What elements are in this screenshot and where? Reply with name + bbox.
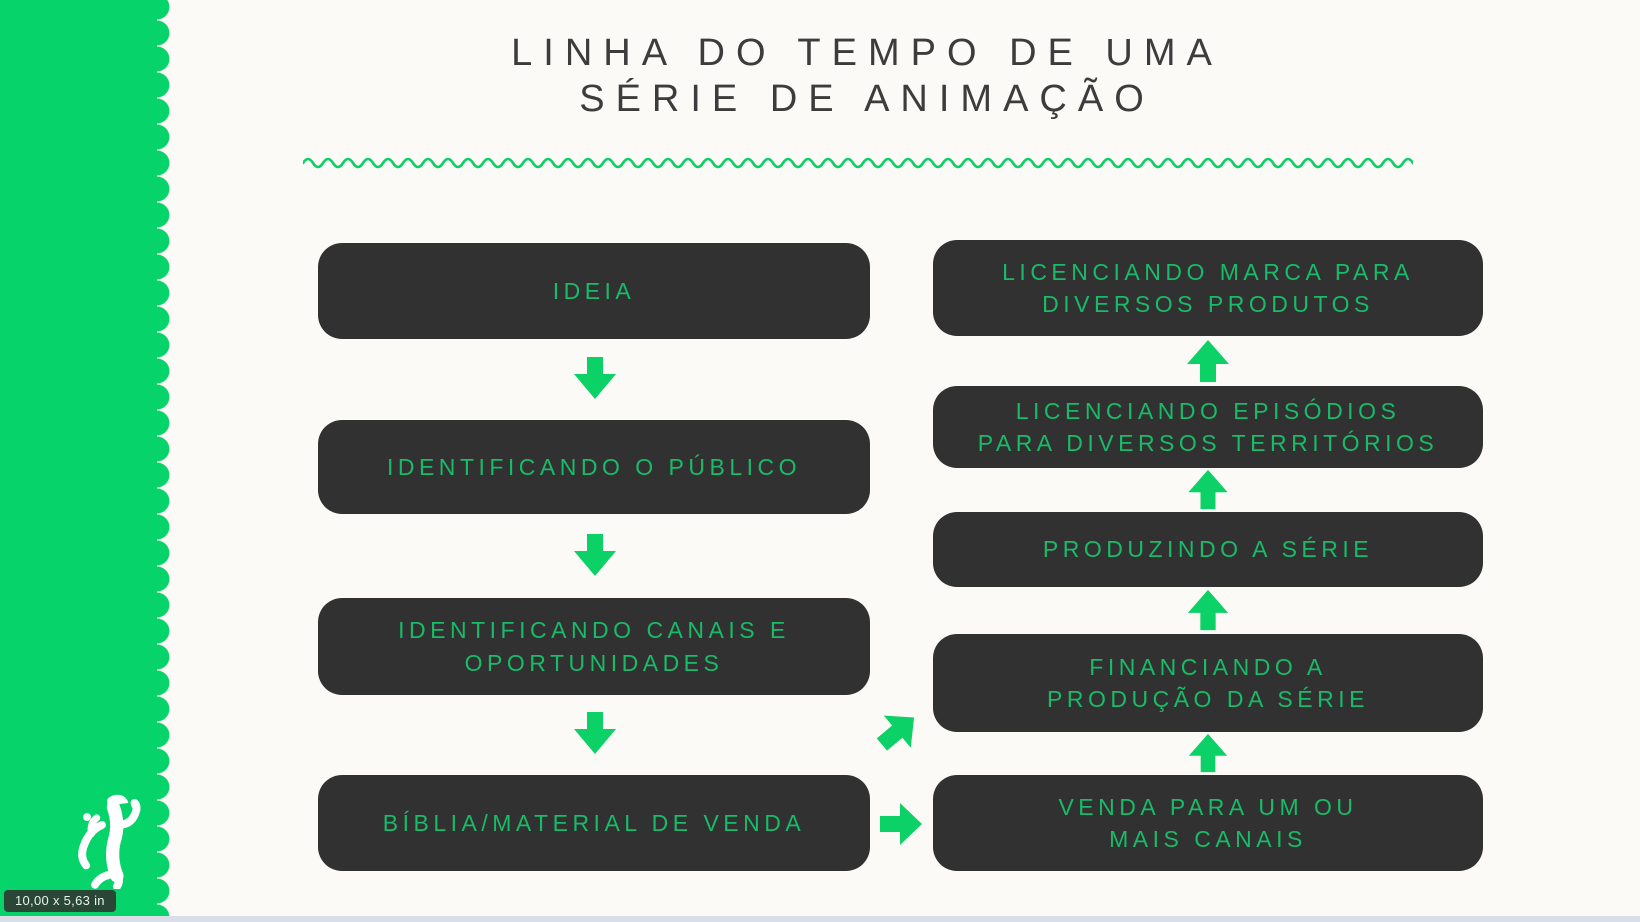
dancing-mascot-logo-icon: [58, 788, 146, 891]
flow-node-label: IDENTIFICANDO CANAIS E OPORTUNIDADES: [398, 617, 790, 676]
flow-node-label: BÍBLIA/MATERIAL DE VENDA: [382, 809, 806, 836]
sidebar-scalloped-edge: [157, 0, 171, 922]
flow-node-label: LICENCIANDO MARCA PARA DIVERSOS PRODUTOS: [1002, 258, 1414, 317]
flow-node-financiando-producao[interactable]: FINANCIANDO A PRODUÇÃO DA SÉRIE: [933, 634, 1483, 732]
arrow-down-icon[interactable]: [572, 531, 618, 579]
flow-node-venda-canais[interactable]: VENDA PARA UM OU MAIS CANAIS: [933, 775, 1483, 871]
flow-node-label: IDEIA: [552, 277, 636, 304]
slide-title: LINHA DO TEMPO DE UMA SÉRIE DE ANIMAÇÃO: [307, 30, 1427, 123]
wavy-divider: [303, 153, 1413, 173]
flow-node-label: IDENTIFICANDO O PÚBLICO: [386, 453, 802, 480]
arrow-up-icon[interactable]: [1185, 338, 1231, 384]
arrow-down-icon[interactable]: [572, 354, 618, 402]
arrow-up-icon[interactable]: [1185, 468, 1231, 511]
flow-node-identificando-canais[interactable]: IDENTIFICANDO CANAIS E OPORTUNIDADES: [318, 598, 870, 695]
arrow-up-icon[interactable]: [1185, 588, 1231, 632]
arrow-right-icon[interactable]: [876, 801, 926, 847]
resize-dimensions-badge: 10,00 x 5,63 in: [4, 890, 116, 912]
arrow-down-icon[interactable]: [572, 709, 618, 757]
sidebar-accent-band: [0, 0, 171, 922]
flow-node-biblia-material[interactable]: BÍBLIA/MATERIAL DE VENDA: [318, 775, 870, 871]
slide-title-line2: SÉRIE DE ANIMAÇÃO: [579, 78, 1155, 121]
flow-node-licenciando-marca[interactable]: LICENCIANDO MARCA PARA DIVERSOS PRODUTOS: [933, 240, 1483, 336]
flow-node-label: PRODUZINDO A SÉRIE: [1042, 536, 1374, 563]
flow-node-licenciando-episodios[interactable]: LICENCIANDO EPISÓDIOS PARA DIVERSOS TERR…: [933, 386, 1483, 468]
window-bottom-edge: [0, 916, 1640, 922]
flow-node-label: LICENCIANDO EPISÓDIOS PARA DIVERSOS TERR…: [977, 397, 1439, 456]
arrow-up-right-icon[interactable]: [865, 698, 931, 764]
arrow-up-icon[interactable]: [1185, 732, 1231, 774]
wavy-divider-path: [303, 157, 1413, 169]
flow-node-label: FINANCIANDO A PRODUÇÃO DA SÉRIE: [1047, 653, 1369, 712]
flow-node-ideia[interactable]: IDEIA: [318, 243, 870, 339]
slide-title-line1: LINHA DO TEMPO DE UMA: [511, 32, 1223, 74]
flow-node-identificando-publico[interactable]: IDENTIFICANDO O PÚBLICO: [318, 420, 870, 514]
flow-node-produzindo-serie[interactable]: PRODUZINDO A SÉRIE: [933, 512, 1483, 587]
flow-node-label: VENDA PARA UM OU MAIS CANAIS: [1058, 793, 1358, 852]
